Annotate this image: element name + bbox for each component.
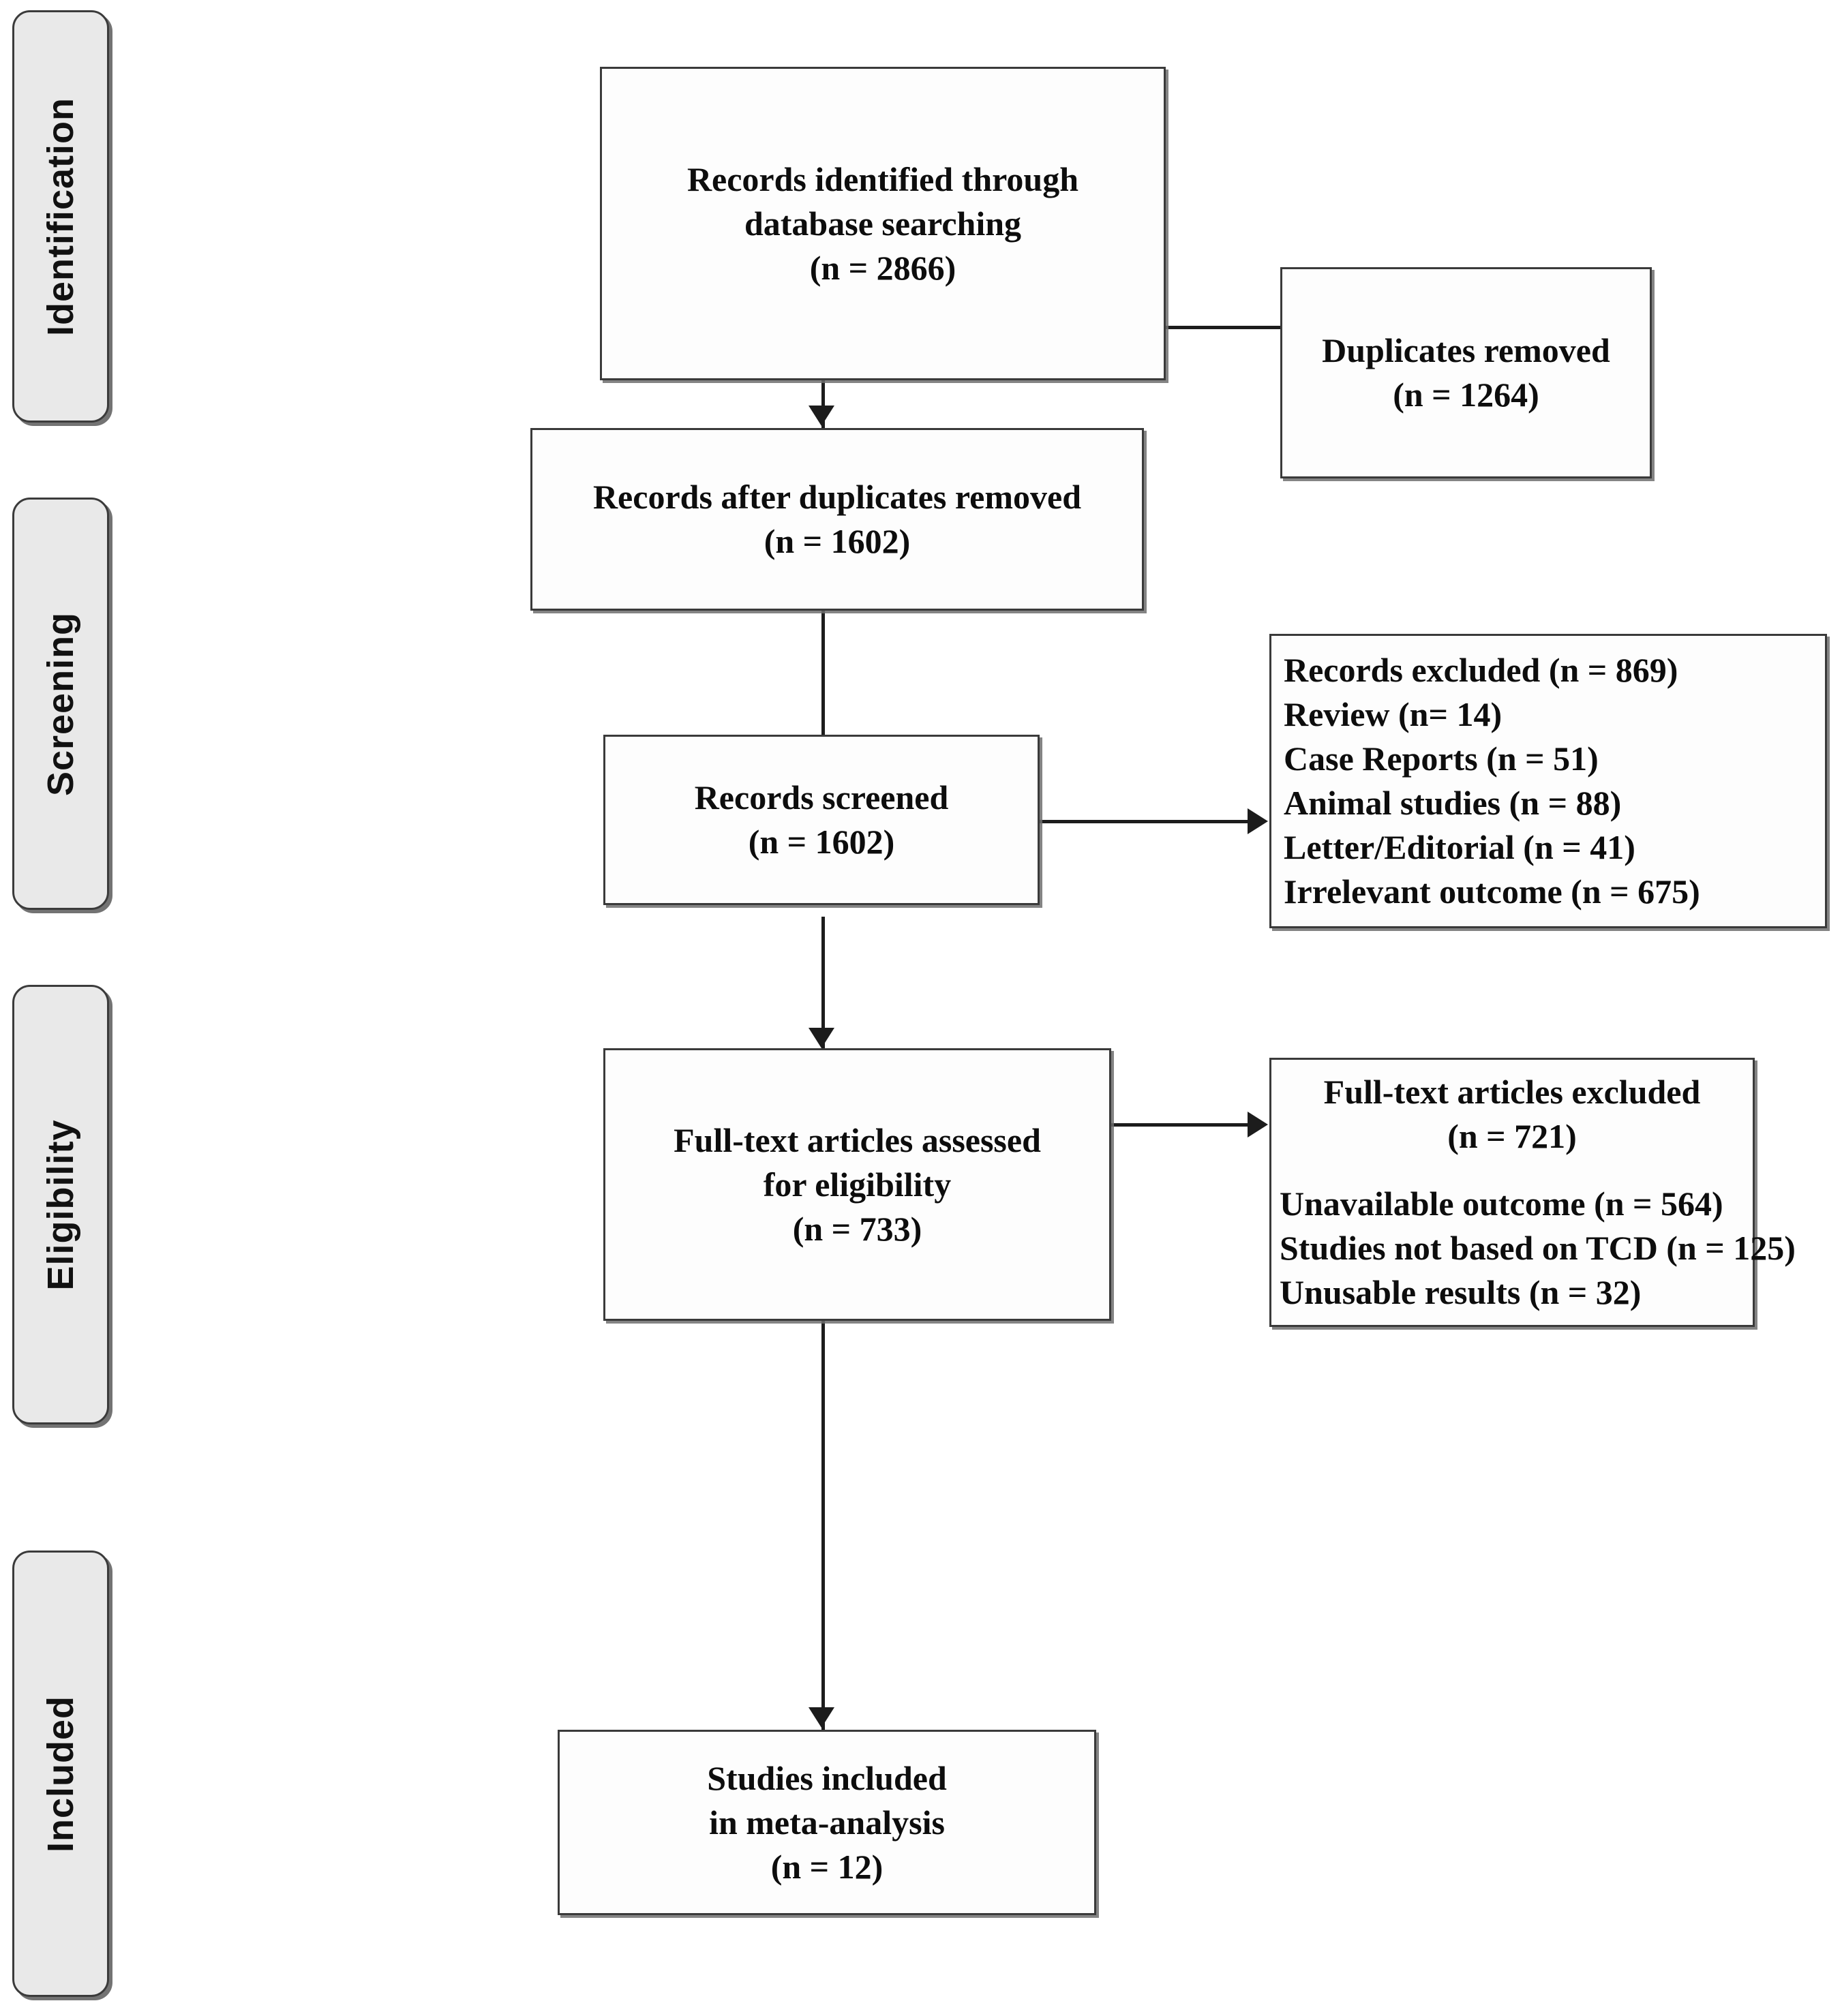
stage-label-identification: Identification <box>40 97 81 336</box>
box-line: (n = 721) <box>1447 1117 1577 1155</box>
stage-tab-eligibility: Eligibility <box>12 985 109 1424</box>
box-fulltext-assessed: Full-text articles assessed for eligibil… <box>603 1048 1111 1321</box>
box-line: Records identified through <box>686 159 1079 198</box>
box-line: Records screened <box>694 778 949 816</box>
box-line: Records after duplicates removed <box>592 478 1082 516</box>
arrow-fulltext-to-included <box>809 1707 834 1728</box>
box-line: (n = 1602) <box>764 522 911 560</box>
box-line: Review (n= 14) <box>1284 695 1503 733</box>
box-line: Unavailable outcome (n = 564) <box>1280 1185 1723 1223</box>
connector-after-duplicates-to-screened <box>821 538 825 770</box>
stage-tab-screening: Screening <box>12 498 109 910</box>
connector-screened-to-fulltext <box>821 917 825 1063</box>
box-line: in meta-analysis <box>709 1803 945 1842</box>
box-duplicates-removed: Duplicates removed (n = 1264) <box>1280 267 1652 478</box>
connector-fulltext-to-excluded <box>1111 1123 1251 1127</box>
box-records-excluded: Records excluded (n = 869) Review (n= 14… <box>1269 634 1827 928</box>
stage-label-screening: Screening <box>40 611 81 796</box>
box-line: (n = 733) <box>792 1209 922 1248</box>
box-line: Full-text articles excluded <box>1323 1073 1701 1111</box>
box-line: Letter/Editorial (n = 41) <box>1284 828 1635 866</box>
box-line: Duplicates removed <box>1322 331 1610 369</box>
arrow-identified-to-after-duplicates <box>809 406 834 426</box>
connector-fulltext-to-included <box>821 1319 825 1732</box>
box-line: Full-text articles assessed <box>674 1120 1041 1159</box>
box-line: (n = 12) <box>770 1847 884 1886</box>
connector-screened-to-excluded <box>1040 820 1251 823</box>
arrow-screened-to-fulltext <box>809 1028 834 1048</box>
arrow-screened-to-excluded <box>1248 808 1268 834</box>
stage-label-included: Included <box>40 1695 81 1852</box>
box-line: Studies included <box>707 1758 947 1797</box>
box-line: database searching <box>744 204 1022 243</box>
stage-label-eligibility: Eligibility <box>40 1118 81 1291</box>
box-line: Unusable results (n = 32) <box>1280 1273 1642 1311</box>
stage-tab-included: Included <box>12 1551 109 1997</box>
box-records-screened: Records screened (n = 1602) <box>603 735 1040 905</box>
arrow-fulltext-to-excluded <box>1248 1112 1268 1137</box>
box-fulltext-excluded: Full-text articles excluded (n = 721) Un… <box>1269 1058 1796 1327</box>
box-studies-included: Studies included in meta-analysis (n = 1… <box>558 1730 1096 1915</box>
box-line: Case Reports (n = 51) <box>1284 739 1599 778</box>
box-records-after-duplicates: Records after duplicates removed (n = 16… <box>530 428 1144 611</box>
box-line: (n = 1264) <box>1393 376 1539 414</box>
stage-tab-identification: Identification <box>12 10 109 423</box>
box-line: Irrelevant outcome (n = 675) <box>1284 872 1700 911</box>
box-line: (n = 1602) <box>748 823 895 861</box>
box-line: Records excluded (n = 869) <box>1284 651 1678 689</box>
box-line: Animal studies (n = 88) <box>1284 784 1622 822</box>
box-records-identified: Records identified through database sear… <box>600 67 1166 380</box>
box-line: (n = 2866) <box>809 248 956 287</box>
box-line: for eligibility <box>763 1165 952 1204</box>
box-line: Studies not based on TCD (n = 125) <box>1280 1229 1796 1267</box>
